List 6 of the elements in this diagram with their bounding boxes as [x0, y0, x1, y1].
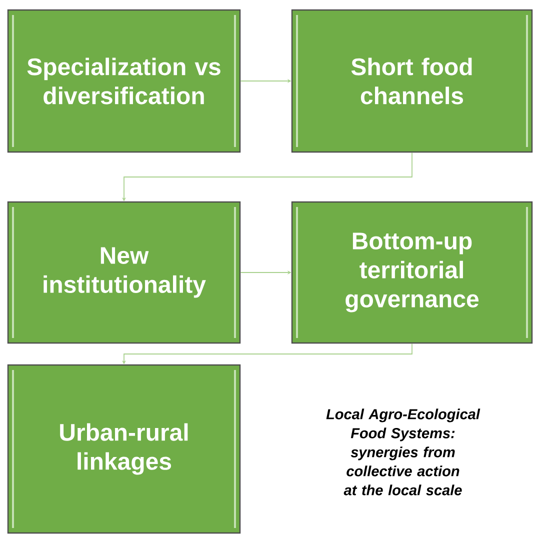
caption: Local Agro-Ecological Food Systems: synergies from collective action at the local scale: [326, 408, 480, 496]
process-box: Specialization vs diversification: [7, 9, 241, 153]
process-box: New institutionality: [7, 201, 241, 344]
process-box: Bottom-up territorial governance: [291, 201, 533, 344]
process-box: Urban-rural linkages: [7, 364, 241, 534]
process-box: Short food channels: [291, 9, 533, 153]
